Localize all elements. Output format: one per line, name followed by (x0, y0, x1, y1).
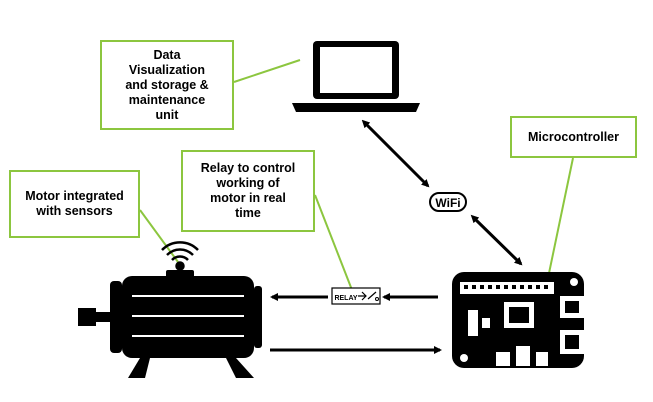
data-visualization-label: Data Visualization and storage & mainten… (100, 40, 234, 130)
arrow-wifi-micro (470, 214, 523, 266)
motor-label-text: Motor integrated with sensors (25, 189, 124, 218)
motor-label: Motor integrated with sensors (9, 170, 140, 238)
connector-lines (139, 59, 574, 291)
relay-text: RELAY (334, 295, 357, 302)
connector-data-laptop (233, 59, 301, 83)
relay-label: Relay to control working of motor in rea… (181, 150, 315, 232)
connector-micro (547, 157, 574, 279)
microcontroller-label: Microcontroller (510, 116, 637, 158)
microcontroller-text: Microcontroller (528, 129, 619, 144)
microcontroller-board-icon (452, 272, 584, 368)
motor-icon (78, 270, 262, 378)
wifi-icon: WiFi (429, 192, 467, 212)
relay-icon: RELAY (331, 287, 381, 305)
relay-label-text: Relay to control working of motor in rea… (200, 161, 296, 220)
wifi-label: WiFi (435, 196, 460, 210)
data-visualization-text: Data Visualization and storage & mainten… (125, 47, 209, 122)
connector-relay (314, 194, 353, 291)
arrow-laptop-wifi (361, 119, 430, 188)
sensor-signal-icon (161, 241, 199, 277)
laptop-icon (292, 41, 420, 112)
connector-motor (139, 209, 179, 263)
